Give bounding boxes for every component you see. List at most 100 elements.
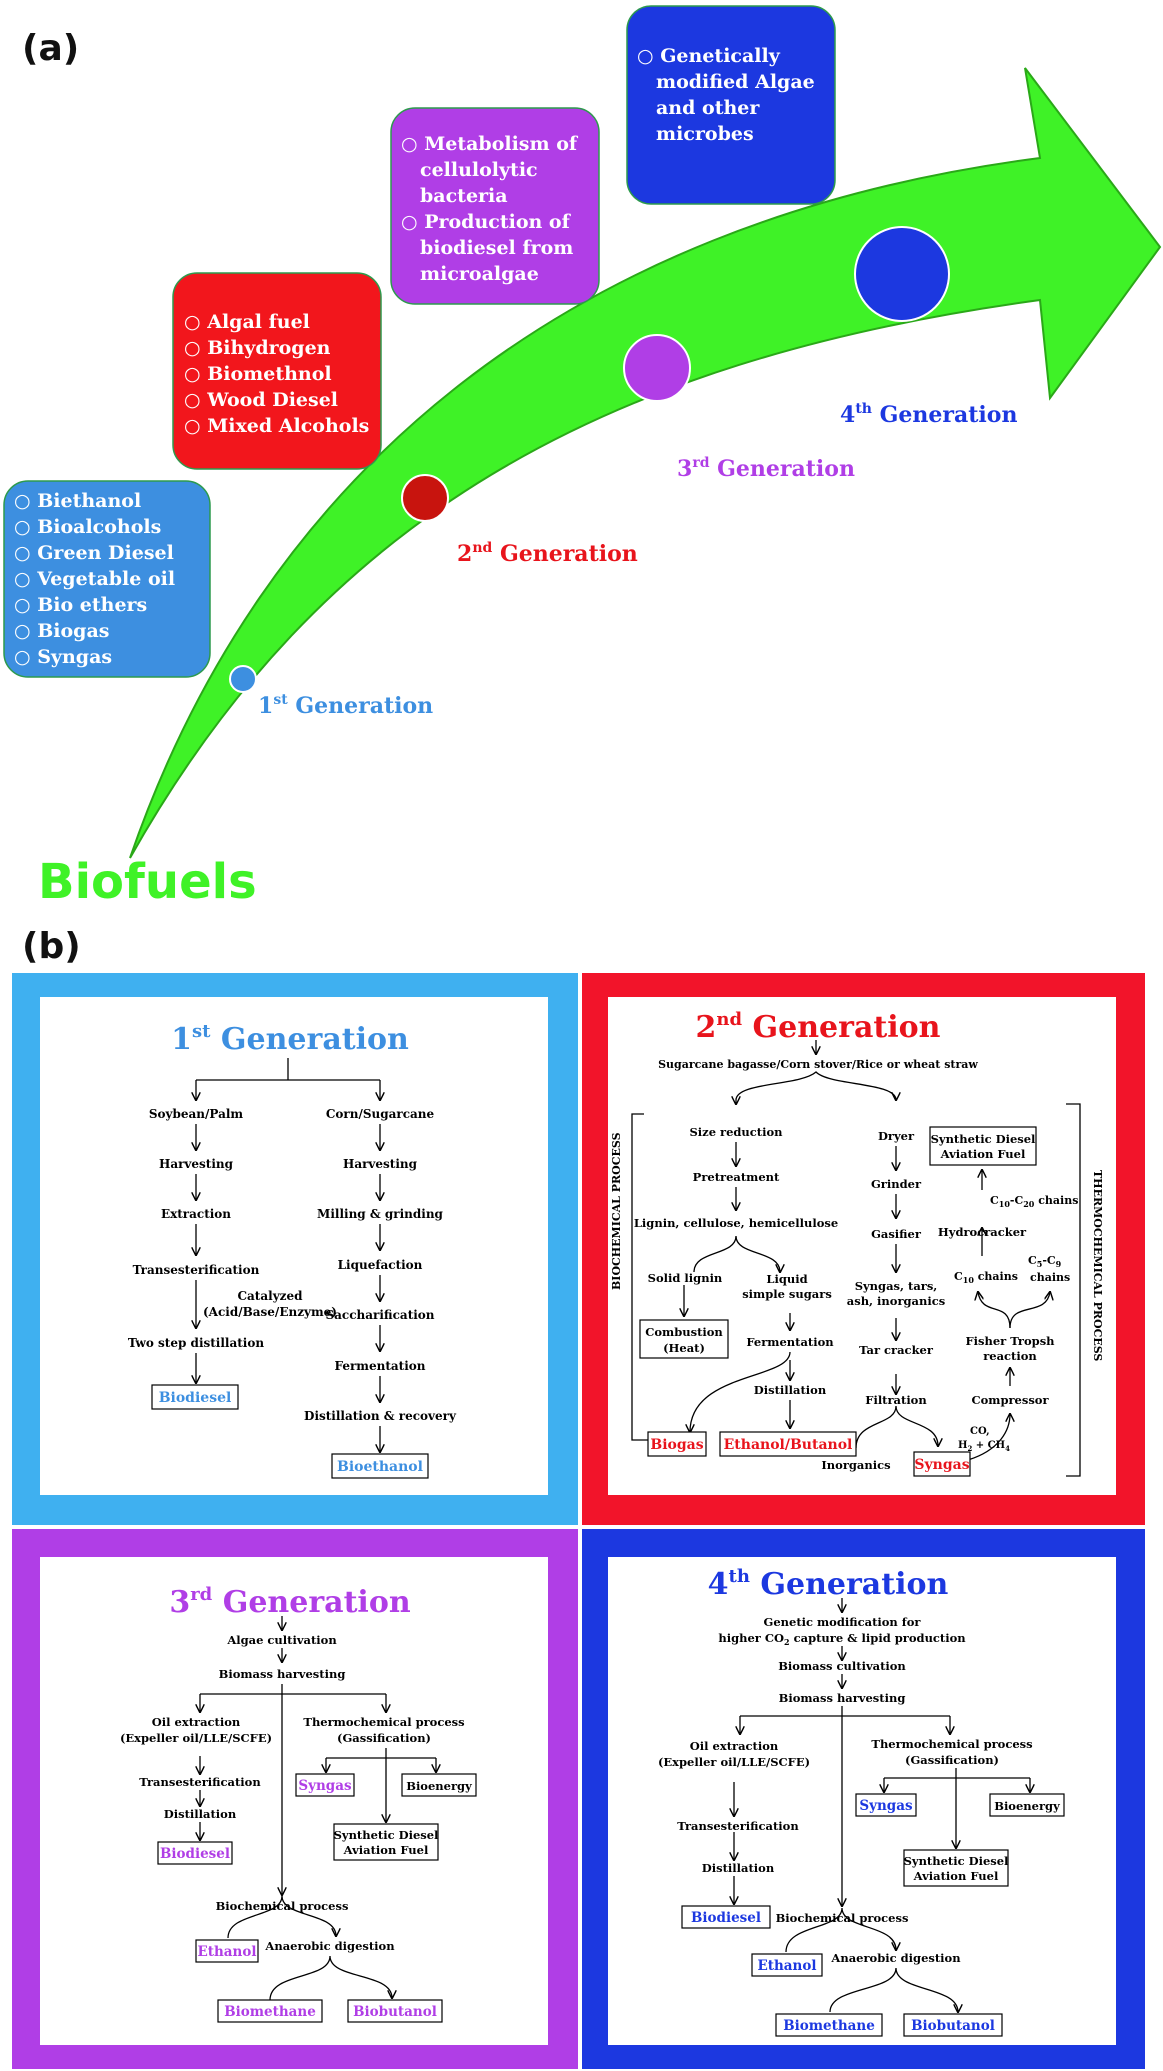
svg-text:C10 chains: C10 chains (954, 1270, 1018, 1285)
gen3-label: 3rd Generation (677, 455, 855, 482)
g2-title: 2nd Generation (696, 1009, 941, 1045)
svg-text:Compressor: Compressor (971, 1393, 1049, 1407)
svg-text:○ Bioalcohols: ○ Bioalcohols (14, 516, 161, 538)
svg-text:Harvesting: Harvesting (159, 1157, 234, 1171)
g3-title: 3rd Generation (169, 1584, 411, 1620)
g4-bioenergy: Bioenergy (994, 1799, 1060, 1813)
svg-text:Tar cracker: Tar cracker (859, 1343, 934, 1357)
g1-bioethanol: Bioethanol (337, 1459, 423, 1475)
svg-text:Harvesting: Harvesting (343, 1157, 418, 1171)
svg-text:○ Vegetable oil: ○ Vegetable oil (14, 568, 175, 590)
svg-text:Extraction: Extraction (161, 1207, 231, 1221)
g1-bioethanol-box (331, 1453, 429, 1479)
svg-text:○ Green Diesel: ○ Green Diesel (14, 542, 174, 564)
svg-text:Biomass harvesting: Biomass harvesting (219, 1667, 346, 1681)
g2-arrows (631, 1040, 1081, 1477)
gen1-dot (229, 665, 257, 693)
g2-biogas-box (647, 1431, 707, 1457)
svg-text:Genetic modification for: Genetic modification for (764, 1615, 922, 1629)
gen2-dot (401, 474, 449, 522)
g3-biodiesel: Biodiesel (160, 1846, 230, 1862)
g2-ethanol-box (719, 1431, 857, 1457)
g2-synthetic-box (929, 1126, 1037, 1166)
panel-b-label: (b) (22, 926, 81, 967)
svg-text:bacteria: bacteria (420, 185, 508, 207)
svg-text:Filtration: Filtration (865, 1393, 927, 1407)
g3-biomethane: Biomethane (224, 2004, 316, 2020)
svg-text:Hydrocracker: Hydrocracker (938, 1225, 1027, 1239)
g2-ethanol-butanol: Ethanol/Butanol (724, 1437, 853, 1453)
svg-text:Distillation: Distillation (164, 1807, 237, 1821)
svg-text:Algae cultivation: Algae cultivation (226, 1633, 337, 1647)
gen1-list: ○ Biethanol ○ Bioalcohols ○ Green Diesel… (14, 490, 175, 668)
g4-ethanol: Ethanol (757, 1958, 816, 1974)
svg-text:reaction: reaction (983, 1349, 1037, 1363)
g4-biomethane: Biomethane (783, 2018, 875, 2034)
g2-combustion: Combustion(Heat) (645, 1325, 723, 1355)
svg-text:(Gassification): (Gassification) (337, 1731, 431, 1745)
g4-ethanol-box (751, 1953, 823, 1977)
svg-text:Distillation & recovery: Distillation & recovery (304, 1409, 457, 1423)
svg-text:Saccharification: Saccharification (325, 1308, 434, 1322)
g3-synthetic-box (333, 1823, 439, 1861)
svg-text:and other: and other (656, 97, 760, 119)
gen3-dot (623, 334, 691, 402)
biofuels-title: Biofuels (38, 854, 257, 910)
svg-text:Oil extraction: Oil extraction (690, 1739, 779, 1753)
gen1-box (3, 480, 211, 678)
gen1-label: 1st Generation (258, 692, 433, 719)
svg-text:Soybean/Palm: Soybean/Palm (149, 1107, 244, 1121)
g1-steps: Soybean/Palm Harvesting Extraction Trans… (128, 1107, 457, 1423)
svg-text:H2 + CH4: H2 + CH4 (958, 1440, 1010, 1453)
svg-text:Distillation: Distillation (702, 1861, 775, 1875)
g4-syngas: Syngas (859, 1798, 913, 1814)
svg-text:Milling & grinding: Milling & grinding (317, 1207, 443, 1221)
svg-text:C10-C20 chains: C10-C20 chains (990, 1194, 1078, 1209)
svg-text:○ Mixed Alcohols: ○ Mixed Alcohols (184, 415, 369, 437)
g2-syngas: Syngas (914, 1457, 969, 1473)
svg-text:Dryer: Dryer (878, 1129, 915, 1143)
gen2-box (172, 272, 382, 470)
g3-ethanol-box (195, 1939, 259, 1963)
svg-text:Fisher Tropsh: Fisher Tropsh (965, 1334, 1055, 1348)
g3-steps: Algae cultivation Biomass harvesting Oil… (120, 1633, 465, 1953)
gen3-list: ○ Metabolism of cellulolytic bacteria ○ … (401, 133, 579, 285)
svg-text:○ Algal fuel: ○ Algal fuel (184, 311, 310, 333)
svg-text:Size reduction: Size reduction (689, 1125, 783, 1139)
svg-text:○ Genetically: ○ Genetically (637, 45, 781, 67)
g3-bioenergy-box (401, 1773, 477, 1797)
svg-text:○ Metabolism of: ○ Metabolism of (401, 133, 579, 155)
g3-syngas-box (295, 1773, 355, 1797)
svg-text:CO,: CO, (970, 1426, 990, 1437)
g4-biobutanol: Biobutanol (911, 2018, 995, 2034)
g3-bioenergy: Bioenergy (406, 1779, 472, 1793)
svg-text:Anaerobic digestion: Anaerobic digestion (830, 1951, 961, 1965)
g4-biodiesel: Biodiesel (691, 1910, 761, 1926)
svg-text:○ Syngas: ○ Syngas (14, 646, 112, 668)
svg-text:Transesterification: Transesterification (139, 1775, 261, 1789)
svg-text:Biochemical process: Biochemical process (216, 1899, 349, 1913)
svg-text:○ Bihydrogen: ○ Bihydrogen (184, 337, 331, 359)
svg-text:chains: chains (1030, 1271, 1070, 1284)
svg-text:(Gassification): (Gassification) (905, 1753, 999, 1767)
svg-text:Distillation: Distillation (754, 1383, 827, 1397)
svg-text:Transesterification: Transesterification (133, 1263, 260, 1277)
g2-source: Sugarcane bagasse/Corn stover/Rice or wh… (658, 1058, 978, 1071)
svg-text:Oil extraction: Oil extraction (152, 1715, 241, 1729)
svg-text:simple sugars: simple sugars (742, 1287, 832, 1301)
svg-text:microalgae: microalgae (420, 263, 539, 285)
g1-arrows (196, 1058, 380, 1452)
g1-biodiesel: Biodiesel (159, 1390, 232, 1406)
svg-text:Two step distillation: Two step distillation (128, 1336, 264, 1350)
g3-biobutanol-box (347, 1999, 443, 2023)
svg-text:○ Production of: ○ Production of (401, 211, 572, 233)
svg-text:higher CO2 capture & lipid pro: higher CO2 capture & lipid production (718, 1631, 966, 1647)
svg-text:○ Biethanol: ○ Biethanol (14, 490, 141, 512)
svg-text:Anaerobic digestion: Anaerobic digestion (264, 1939, 395, 1953)
svg-text:Biomass cultivation: Biomass cultivation (778, 1659, 906, 1673)
g2-combustion-box (639, 1319, 729, 1359)
g3-biodiesel-box (157, 1841, 233, 1865)
